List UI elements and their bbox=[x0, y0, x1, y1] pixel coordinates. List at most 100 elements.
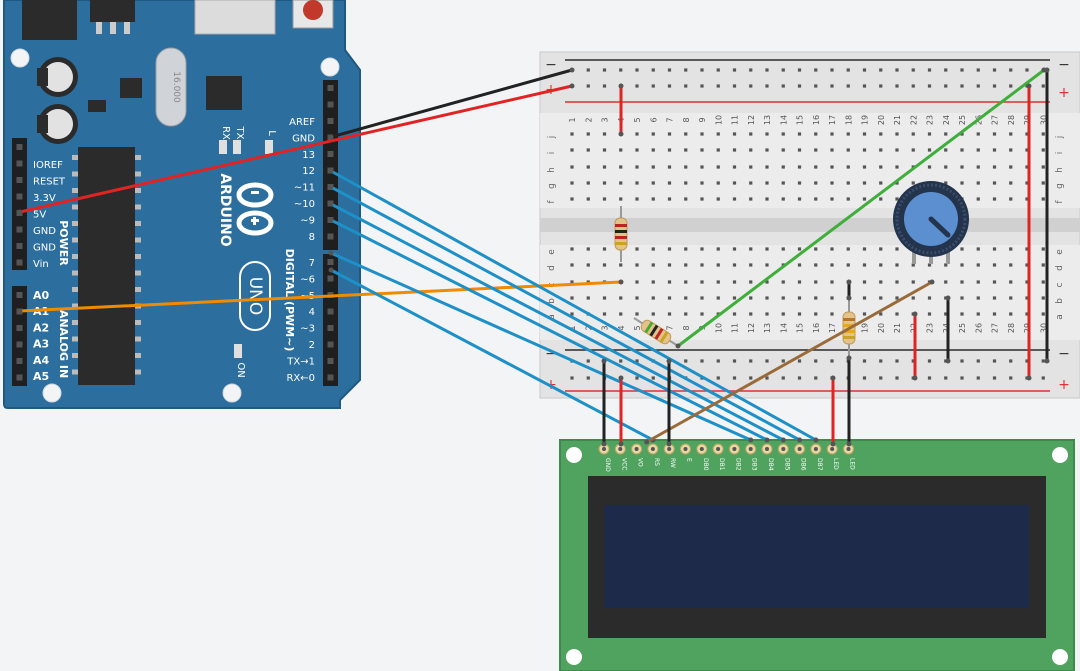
column-number: 2 bbox=[584, 117, 593, 122]
column-number: 26 bbox=[974, 323, 983, 333]
wire-digital-to-lcd[interactable] bbox=[329, 169, 818, 442]
crystal-oscillator bbox=[155, 47, 187, 127]
digital-pin-label: 8 bbox=[309, 232, 315, 243]
column-number: 7 bbox=[666, 325, 675, 330]
digital-pin-label: RX←0 bbox=[286, 373, 315, 384]
digital-pin-label: 7 bbox=[309, 258, 315, 269]
digital-pin-label: GND bbox=[292, 133, 315, 144]
column-number: 1 bbox=[568, 117, 577, 122]
column-number: 28 bbox=[1007, 323, 1016, 333]
row-letter: g bbox=[547, 183, 557, 189]
reset-button-cap[interactable] bbox=[303, 0, 323, 20]
column-number: 8 bbox=[682, 117, 691, 122]
column-number: 21 bbox=[893, 115, 902, 125]
capacitor bbox=[37, 104, 78, 144]
row-letter: a bbox=[547, 314, 557, 320]
power-pin-label: IOREF bbox=[33, 160, 63, 171]
brand-label: ARDUINO bbox=[217, 173, 233, 247]
row-letter: e bbox=[547, 249, 557, 255]
row-letter: g bbox=[1055, 183, 1065, 189]
power-pin-label: 3.3V bbox=[33, 193, 56, 204]
row-letter: i bbox=[1055, 152, 1065, 155]
wire-a1-to-breadboard[interactable] bbox=[18, 280, 623, 313]
column-number: 23 bbox=[926, 115, 935, 125]
analog-pin-label: A2 bbox=[33, 321, 49, 334]
power-pin-label: GND bbox=[33, 226, 56, 237]
wire-green[interactable] bbox=[676, 68, 1046, 348]
rail-sign: − bbox=[1058, 57, 1070, 73]
lcd-pin-label: E bbox=[686, 458, 693, 462]
digital-pin-label: ~3 bbox=[300, 324, 315, 335]
mounting-hole bbox=[222, 383, 242, 403]
column-number: 30 bbox=[1039, 115, 1048, 125]
digital-pin-label: 2 bbox=[309, 340, 315, 351]
wire-digital-to-lcd[interactable] bbox=[329, 218, 769, 442]
lcd-pin-label: RW bbox=[669, 458, 676, 468]
digital-pin-label: ~9 bbox=[300, 215, 315, 226]
mounting-hole bbox=[566, 649, 582, 665]
potentiometer-icon[interactable] bbox=[893, 181, 969, 264]
crystal-label: 16.000 bbox=[171, 71, 181, 103]
row-letter: b bbox=[547, 298, 557, 304]
row-letter: a bbox=[1055, 314, 1065, 320]
column-number: 24 bbox=[942, 115, 951, 125]
column-number: 17 bbox=[828, 115, 837, 125]
l-led-label: L bbox=[266, 130, 277, 136]
column-number: 24 bbox=[942, 323, 951, 333]
mounting-hole bbox=[1052, 649, 1068, 665]
column-number: 8 bbox=[682, 325, 691, 330]
digital-pin-label: 4 bbox=[309, 307, 315, 318]
atmega-chip bbox=[78, 147, 135, 385]
row-letter: i bbox=[547, 152, 557, 155]
column-number: 22 bbox=[909, 115, 918, 125]
column-number: 25 bbox=[958, 323, 967, 333]
resistor[interactable] bbox=[614, 206, 628, 262]
lcd-pin-label: DB5 bbox=[783, 458, 790, 471]
wire-digital-to-lcd[interactable] bbox=[329, 185, 802, 442]
wire-pot-to-vo[interactable] bbox=[645, 280, 934, 444]
usb-port bbox=[194, 0, 276, 35]
mounting-hole bbox=[320, 57, 340, 77]
row-letter: d bbox=[547, 265, 557, 271]
lcd-pin-label: GND bbox=[604, 458, 611, 472]
column-number: 27 bbox=[991, 323, 1000, 333]
column-number: 3 bbox=[601, 325, 610, 330]
wire-gnd-to-rail[interactable] bbox=[329, 68, 574, 139]
lcd-pin-label: LED bbox=[832, 458, 839, 470]
column-number: 23 bbox=[926, 323, 935, 333]
row-letter: h bbox=[1055, 167, 1065, 173]
column-number: 12 bbox=[747, 115, 756, 125]
resistor[interactable] bbox=[633, 317, 679, 347]
column-number: 1 bbox=[568, 325, 577, 330]
column-number: 25 bbox=[958, 115, 967, 125]
wire-digital-to-lcd[interactable] bbox=[329, 202, 785, 442]
analog-pin-label: A3 bbox=[33, 338, 49, 351]
column-number: 10 bbox=[714, 323, 723, 333]
analog-pin-label: A0 bbox=[33, 289, 50, 302]
analog-pin-label: A5 bbox=[33, 370, 49, 383]
analog-pin-label: A4 bbox=[33, 354, 50, 367]
column-number: 15 bbox=[796, 115, 805, 125]
wire-digital-to-lcd[interactable] bbox=[329, 268, 655, 442]
column-number: 12 bbox=[747, 323, 756, 333]
wire-digital-to-lcd[interactable] bbox=[329, 251, 753, 442]
column-number: 14 bbox=[779, 115, 788, 125]
rail-sign: + bbox=[1058, 377, 1070, 393]
column-number: 19 bbox=[861, 115, 870, 125]
model-label: UNO bbox=[245, 277, 265, 316]
power-header-title: POWER bbox=[57, 220, 70, 266]
capacitor bbox=[37, 57, 78, 97]
row-letter: f bbox=[547, 200, 557, 204]
rail-sign: − bbox=[545, 57, 557, 73]
tx-led-label: TX bbox=[234, 126, 245, 140]
lcd-pin-label: DB0 bbox=[702, 458, 709, 471]
column-number: 2 bbox=[584, 325, 593, 330]
analog-header bbox=[12, 286, 27, 386]
row-letter: h bbox=[547, 167, 557, 173]
digital-header-lower bbox=[323, 254, 338, 386]
mounting-hole bbox=[1052, 447, 1068, 463]
lcd-pin-label: DB1 bbox=[718, 458, 725, 471]
wire-5v-to-rail[interactable] bbox=[18, 84, 574, 214]
digital-pin-label: 12 bbox=[302, 166, 315, 177]
